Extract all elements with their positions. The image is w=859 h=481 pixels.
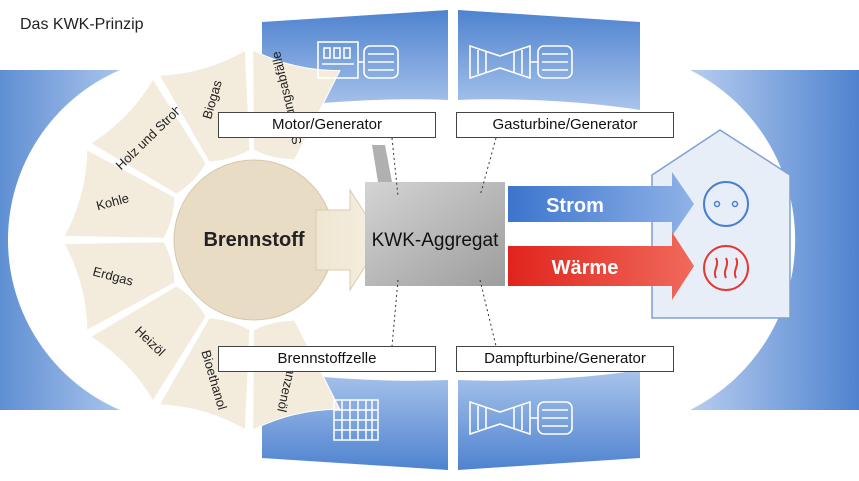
fuel-segment <box>158 317 251 431</box>
diagram-title: Das KWK-Prinzip <box>20 16 144 33</box>
gas-turbine-generator-icon <box>469 44 573 80</box>
fuel-segment <box>89 78 207 195</box>
fuel-cell-icon <box>333 399 379 441</box>
power-label: Strom <box>546 195 604 217</box>
fuel-segment <box>63 241 176 332</box>
left-blue-band <box>0 70 120 410</box>
fuel-segment <box>89 285 207 402</box>
tech-label-gas-turbine: Gasturbine/Generator <box>456 112 674 138</box>
engine-generator-icon <box>317 41 399 79</box>
fuel-segment <box>63 148 176 239</box>
tech-label-fuel-cell: Brennstoffzelle <box>218 346 436 372</box>
right-blue-band <box>690 70 859 410</box>
chimney <box>372 145 392 182</box>
power-arrow <box>508 172 694 236</box>
kwk-unit-label: KWK-Aggregat <box>372 230 499 251</box>
heat-waves-icon <box>703 245 749 291</box>
tech-label-steam-turbine: Dampfturbine/Generator <box>456 346 674 372</box>
steam-turbine-generator-icon <box>469 400 573 436</box>
heat-label: Wärme <box>552 257 619 279</box>
connector-lines <box>391 137 497 347</box>
power-socket-icon <box>703 181 749 227</box>
heat-arrow <box>508 232 694 300</box>
bottom-right-band <box>458 370 640 470</box>
top-right-band <box>458 10 640 110</box>
fuel-circle-label: Brennstoff <box>203 229 304 251</box>
tech-label-motor-generator: Motor/Generator <box>218 112 436 138</box>
kwk-unit-box <box>365 182 505 286</box>
